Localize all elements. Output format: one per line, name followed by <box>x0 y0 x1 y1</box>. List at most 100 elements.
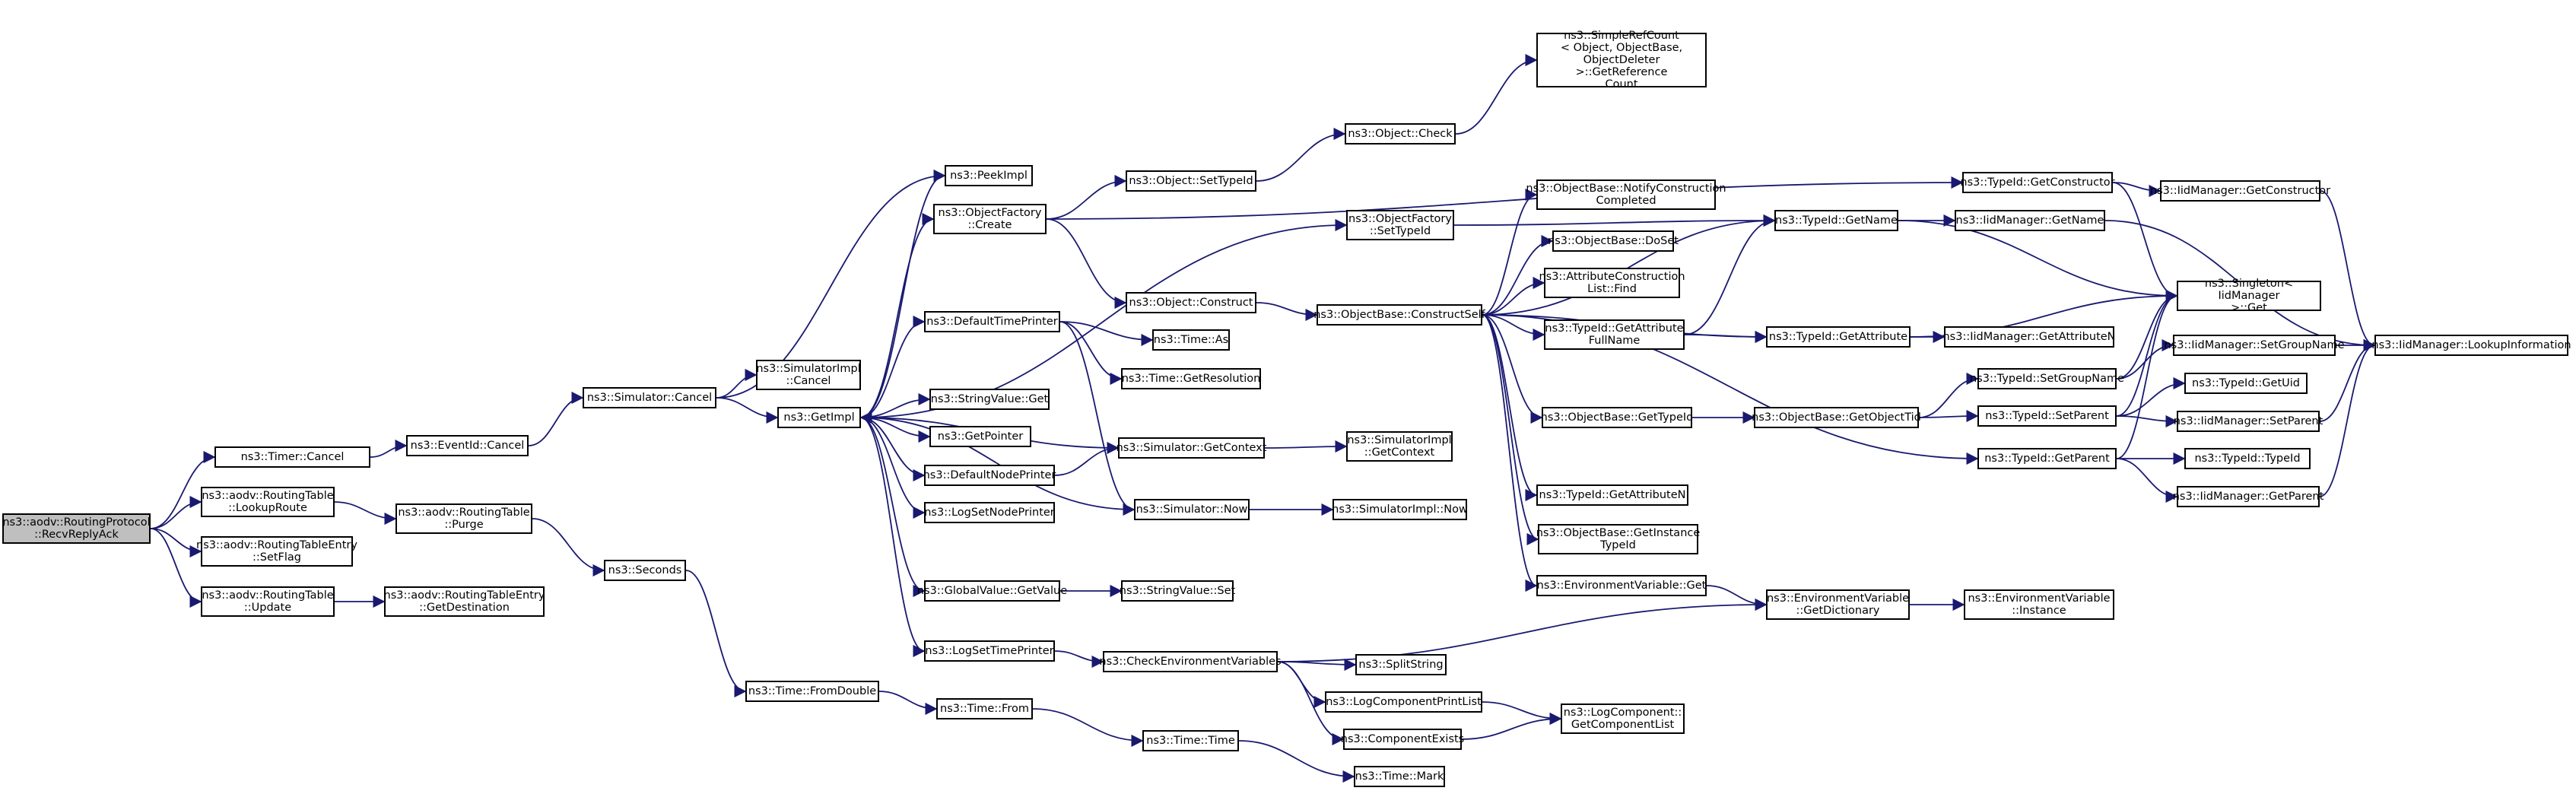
node-ns3-iidmanager-setparent[interactable]: ns3::IidManager::SetParent <box>2174 411 2323 432</box>
node-ns3-simulator-cancel[interactable]: ns3::Simulator::Cancel <box>583 387 716 408</box>
node-ns3-time-time[interactable]: ns3::Time::Time <box>1142 730 1239 751</box>
node-ns3-objectbase-gettypeid[interactable]: ns3::ObjectBase::GetTypeId <box>1541 407 1693 428</box>
node-ns3-typeid-typeid[interactable]: ns3::TypeId::TypeId <box>2184 448 2311 469</box>
node-ns3-aodv-routingtableentry-getdestination[interactable]: ns3::aodv::RoutingTableEntry ::GetDestin… <box>384 586 545 617</box>
node-ns3-objectbase-doset[interactable]: ns3::ObjectBase::DoSet <box>1548 230 1679 252</box>
node-ns3-time-getresolution[interactable]: ns3::Time::GetResolution <box>1121 368 1261 389</box>
node-ns3-logsettimeprinter[interactable]: ns3::LogSetTimePrinter <box>924 640 1055 662</box>
edge-n3-n5 <box>716 169 946 399</box>
edge-n32-n54 <box>1277 598 1768 662</box>
node-ns3-aodv-routingtable-update[interactable]: ns3::aodv::RoutingTable ::Update <box>201 586 335 617</box>
node-ns3-simulatorimpl-cancel[interactable]: ns3::SimulatorImpl ::Cancel <box>756 360 861 390</box>
node-ns3-typeid-getuid[interactable]: ns3::TypeId::GetUid <box>2184 373 2308 394</box>
node-ns3-aodv-routingtable-lookuproute[interactable]: ns3::aodv::RoutingTable ::LookupRoute <box>201 487 335 517</box>
node-ns3-time-mark[interactable]: ns3::Time::Mark <box>1354 766 1445 787</box>
edge-n17-n55 <box>1046 176 1964 220</box>
edge-n45-n52 <box>1684 330 1768 344</box>
node-ns3-environmentvariable-get[interactable]: ns3::EnvironmentVariable::Get <box>1536 575 1707 596</box>
node-ns3-environmentvariable-instance[interactable]: ns3::EnvironmentVariable ::Instance <box>1964 589 2114 620</box>
node-ns3-checkenvironmentvariables[interactable]: ns3::CheckEnvironmentVariables <box>1099 651 1282 672</box>
edge-n35-n49 <box>1482 314 1538 592</box>
node-ns3-timer-cancel[interactable]: ns3::Timer::Cancel <box>214 446 370 468</box>
node-ns3-iidmanager-lookupinformation[interactable]: ns3::IidManager::LookupInformation <box>2371 335 2571 356</box>
edge-n12-n13 <box>685 570 747 698</box>
node-ns3-time-as[interactable]: ns3::Time::As <box>1152 329 1230 351</box>
edge-n53-n58 <box>1918 372 1979 418</box>
node-ns3-objectfactory-settypeid[interactable]: ns3::ObjectFactory ::SetTypeId <box>1346 210 1454 240</box>
edge-n66-n69 <box>2319 338 2376 422</box>
node-ns3-peekimpl[interactable]: ns3::PeekImpl <box>945 165 1033 186</box>
node-ns3-componentexists[interactable]: ns3::ComponentExists <box>1341 729 1464 750</box>
node-ns3-simulatorimpl-getcontext[interactable]: ns3::SimulatorImpl ::GetContext <box>1346 431 1453 462</box>
node-ns3-time-from[interactable]: ns3::Time::From <box>936 698 1033 719</box>
node-ns3-object-settypeid[interactable]: ns3::Object::SetTypeId <box>1126 170 1256 192</box>
edge-n45-n51 <box>1684 214 1776 335</box>
node-ns3-typeid-setgroupname[interactable]: ns3::TypeId::SetGroupName <box>1970 368 2124 389</box>
edge-n60-n68 <box>2116 458 2178 503</box>
node-ns3-iidmanager-getname[interactable]: ns3::IidManager::GetName <box>1955 210 2105 231</box>
node-ns3-splitstring[interactable]: ns3::SplitString <box>1355 654 1447 675</box>
node-ns3-getpointer[interactable]: ns3::GetPointer <box>929 426 1031 447</box>
node-ns3-aodv-routingprotocol-recvreplyack[interactable]: ns3::aodv::RoutingProtocol ::RecvReplyAc… <box>2 513 151 544</box>
node-ns3-simplerefcount-object-objectbase-objectdeleter-getreference-count[interactable]: ns3::SimpleRefCount < Object, ObjectBase… <box>1536 30 1707 91</box>
node-ns3-eventid-cancel[interactable]: ns3::EventId::Cancel <box>406 435 529 456</box>
edge-n18-n30 <box>1059 321 1136 516</box>
edge-n59-n63 <box>2116 289 2178 417</box>
node-ns3-typeid-getname[interactable]: ns3::TypeId::GetName <box>1774 210 1898 231</box>
edge-n21-n29 <box>1054 441 1120 476</box>
node-ns3-logcomponentprintlist[interactable]: ns3::LogComponentPrintList <box>1325 691 1482 713</box>
node-ns3-defaultnodeprinter[interactable]: ns3::DefaultNodePrinter <box>923 465 1056 486</box>
node-ns3-iidmanager-setgroupname[interactable]: ns3::IidManager::SetGroupName <box>2164 335 2345 356</box>
node-ns3-environmentvariable-getdictionary[interactable]: ns3::EnvironmentVariable ::GetDictionary <box>1766 589 1910 620</box>
node-ns3-typeid-getattributen[interactable]: ns3::TypeId::GetAttributeN <box>1536 484 1688 506</box>
edge-n40-n50 <box>1461 712 1562 740</box>
node-ns3-typeid-getattribute-fullname[interactable]: ns3::TypeId::GetAttribute FullName <box>1544 319 1685 350</box>
node-ns3-aodv-routingtableentry-setflag[interactable]: ns3::aodv::RoutingTableEntry ::SetFlag <box>196 536 357 567</box>
node-ns3-aodv-routingtable-purge[interactable]: ns3::aodv::RoutingTable ::Purge <box>395 503 532 534</box>
node-ns3-defaulttimeprinter[interactable]: ns3::DefaultTimePrinter <box>924 311 1060 332</box>
edge-n3-n6 <box>716 368 758 399</box>
node-ns3-attributeconstruction-list-find[interactable]: ns3::AttributeConstruction List::Find <box>1539 268 1685 298</box>
node-ns3-typeid-setparent[interactable]: ns3::TypeId::SetParent <box>1977 405 2117 427</box>
node-ns3-iidmanager-getconstructor[interactable]: ns3::IidManager::GetConstructor <box>2150 180 2330 202</box>
node-ns3-seconds[interactable]: ns3::Seconds <box>604 560 686 581</box>
node-ns3-simulatorimpl-now[interactable]: ns3::SimulatorImpl::Now <box>1332 499 1468 520</box>
node-ns3-singleton-iidmanager-get[interactable]: ns3::Singleton< IidManager >::Get <box>2177 278 2321 314</box>
edge-n0-n10 <box>150 528 202 608</box>
node-ns3-stringvalue-get[interactable]: ns3::StringValue::Get <box>929 389 1050 410</box>
node-ns3-stringvalue-set[interactable]: ns3::StringValue::Set <box>1120 580 1235 602</box>
node-ns3-simulator-now[interactable]: ns3::Simulator::Now <box>1134 499 1250 520</box>
node-ns3-iidmanager-getattributen[interactable]: ns3::IidManager::GetAttributeN <box>1942 326 2116 348</box>
node-ns3-simulator-getcontext[interactable]: ns3::Simulator::GetContext <box>1116 437 1266 459</box>
edge-n58-n63 <box>2116 289 2178 380</box>
edge-n68-n69 <box>2319 338 2376 497</box>
edge-n17-n25 <box>1046 174 1127 220</box>
node-ns3-logcomponent-getcomponentlist[interactable]: ns3::LogComponent:: GetComponentList <box>1561 703 1685 734</box>
node-ns3-object-construct[interactable]: ns3::Object::Construct <box>1126 292 1256 313</box>
edge-n32-n40 <box>1277 661 1345 746</box>
node-ns3-typeid-getattribute[interactable]: ns3::TypeId::GetAttribute <box>1766 326 1911 348</box>
edge-n53-n59 <box>1918 409 1979 423</box>
node-ns3-iidmanager-getparent[interactable]: ns3::IidManager::GetParent <box>2173 486 2323 507</box>
node-ns3-objectfactory-create[interactable]: ns3::ObjectFactory ::Create <box>933 204 1047 234</box>
node-ns3-globalvalue-getvalue[interactable]: ns3::GlobalValue::GetValue <box>917 580 1067 602</box>
node-ns3-object-check[interactable]: ns3::Object::Check <box>1345 123 1456 145</box>
edge-n2-n3 <box>528 391 584 446</box>
node-ns3-time-fromdouble[interactable]: ns3::Time::FromDouble <box>745 681 879 702</box>
node-ns3-objectbase-constructself[interactable]: ns3::ObjectBase::ConstructSelf <box>1313 304 1485 326</box>
edge-n7-n8 <box>334 501 397 526</box>
edge-n1-n2 <box>370 439 408 458</box>
edge-n13-n14 <box>878 691 938 716</box>
edge-n0-n9 <box>150 528 202 558</box>
edge-n0-n7 <box>150 495 202 529</box>
node-ns3-objectbase-getobjecttid[interactable]: ns3::ObjectBase::GetObjectTid <box>1752 407 1921 428</box>
node-ns3-typeid-getconstructor[interactable]: ns3::TypeId::GetConstructor <box>1960 172 2115 193</box>
node-ns3-objectbase-notifyconstruction-completed[interactable]: ns3::ObjectBase::NotifyConstruction Comp… <box>1526 179 1726 210</box>
node-ns3-getimpl[interactable]: ns3::GetImpl <box>777 407 861 428</box>
node-ns3-typeid-getparent[interactable]: ns3::TypeId::GetParent <box>1977 448 2117 469</box>
node-ns3-objectbase-getinstance-typeid[interactable]: ns3::ObjectBase::GetInstance TypeId <box>1536 524 1700 554</box>
edge-n49-n54 <box>1706 585 1768 611</box>
edge-n35-n43 <box>1482 234 1554 316</box>
node-ns3-logsetnodeprinter[interactable]: ns3::LogSetNodePrinter <box>924 502 1055 523</box>
